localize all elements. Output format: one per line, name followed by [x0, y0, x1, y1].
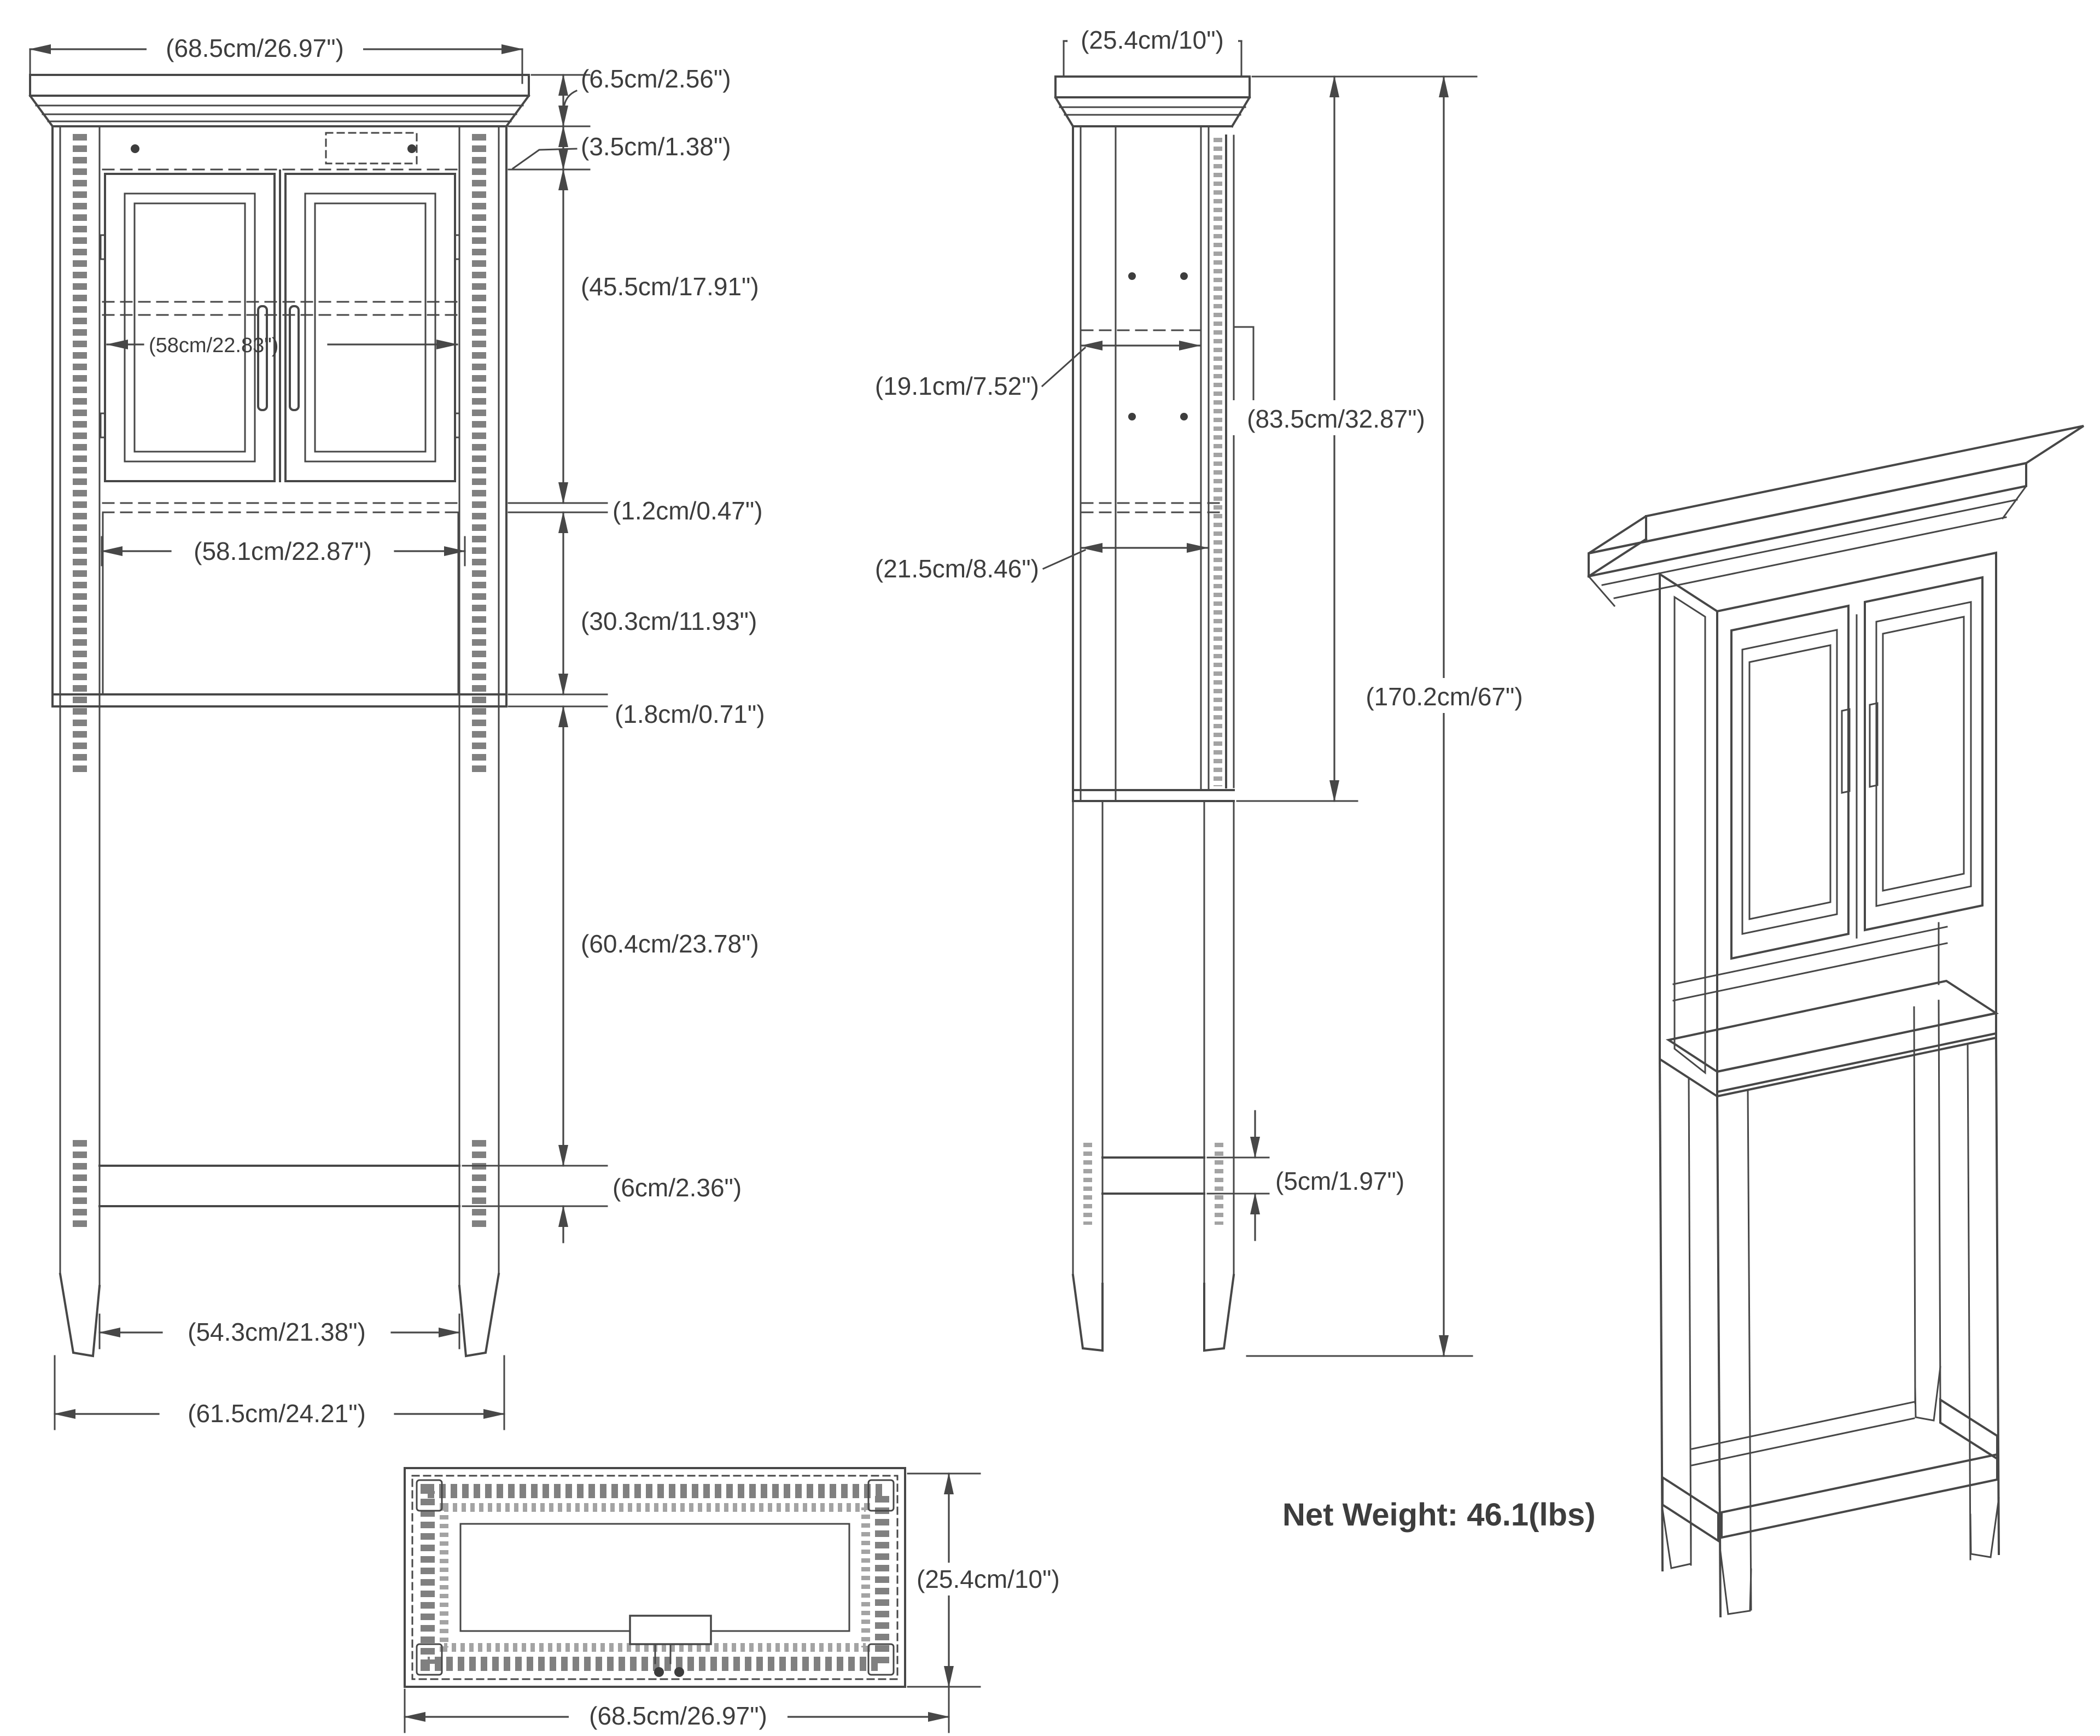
corner-bracket	[416, 1479, 443, 1512]
screw-dot	[407, 144, 416, 153]
dim-top-overall-depth: (25.4cm/10")	[907, 1472, 1090, 1688]
front-left-foot	[59, 1272, 101, 1358]
dim-label-inner-leg-span: (54.3cm/21.38")	[188, 1318, 366, 1346]
corner-bracket	[867, 1479, 895, 1512]
dim-label-box-height: (83.5cm/32.87")	[1247, 405, 1425, 433]
dim-label-side-stretcher-height: (5cm/1.97")	[1275, 1167, 1404, 1195]
front-lower-section	[51, 502, 508, 1358]
side-legs	[1071, 800, 1235, 1352]
dim-chain-right: (6.5cm/2.56") (3.5cm/1.38") (45.5cm/17.9…	[462, 65, 765, 1243]
dim-label-top-overall-depth: (25.4cm/10")	[917, 1565, 1060, 1593]
dim-label-outer-leg-span: (61.5cm/24.21")	[188, 1399, 366, 1428]
dim-side-stretcher-height: (5cm/1.97")	[1206, 1110, 1404, 1241]
iso-door-handle	[1841, 708, 1851, 794]
dim-side-upper-shelf-depth: (19.1cm/7.52")	[875, 341, 1201, 400]
dim-front-overall-width: (68.5cm/26.97")	[29, 31, 523, 84]
dim-label-middle-shelf-thickness: (1.2cm/0.47")	[612, 496, 763, 525]
door-handle	[257, 305, 268, 411]
door-handle	[289, 305, 300, 411]
front-doors	[100, 169, 460, 482]
hinge-mark	[100, 234, 106, 260]
side-door-handle	[1233, 326, 1255, 407]
dim-label-open-section-height: (30.3cm/11.93")	[581, 607, 757, 635]
hinge-mark	[454, 412, 460, 439]
corner-bracket	[416, 1643, 443, 1676]
iso-left-door	[1730, 604, 1850, 960]
iso-front-right-foot	[1969, 1497, 2000, 1558]
iso-right-door	[1864, 576, 1984, 932]
screw-dot	[131, 144, 139, 153]
iso-back-left-foot	[1661, 1508, 1692, 1569]
dim-label-interior-width: (58.1cm/22.87")	[194, 537, 372, 565]
hinge-mark	[100, 412, 106, 439]
center-mount-bracket	[629, 1615, 712, 1645]
dim-side-overall-depth: (25.4cm/10")	[1063, 24, 1242, 78]
dim-label-upper-shelf-depth: (19.1cm/7.52")	[875, 372, 1039, 400]
iso-door-handle	[1869, 702, 1879, 788]
side-cornice	[1054, 75, 1251, 128]
front-right-foot	[458, 1272, 500, 1358]
iso-left-stretcher	[1661, 1475, 1719, 1543]
dim-front-glass-width: (58cm/22.83")	[106, 334, 458, 357]
dim-label-lower-shelf-depth: (21.5cm/8.46")	[875, 554, 1039, 583]
dim-side-lower-shelf-depth: (21.5cm/8.46")	[875, 543, 1209, 583]
dim-label-top-overall-width: (68.5cm/26.97")	[589, 1702, 767, 1730]
top-view: (25.4cm/10") (68.5cm/26.97")	[404, 1467, 1090, 1733]
dim-label-bottom-shelf-thickness: (1.8cm/0.71")	[615, 700, 765, 728]
dim-label-side-overall-height: (170.2cm/67")	[1366, 682, 1522, 711]
dim-label-front-overall-width: (68.5cm/26.97")	[166, 34, 344, 62]
dim-label-side-overall-depth: (25.4cm/10")	[1081, 26, 1224, 54]
iso-right-stretcher	[1939, 1398, 1998, 1461]
corner-bracket	[867, 1643, 895, 1676]
dim-front-outer-leg-span: (61.5cm/24.21")	[54, 1355, 505, 1430]
dim-top-overall-width: (68.5cm/26.97")	[404, 1686, 950, 1733]
isometric-view	[1587, 425, 2085, 1618]
side-back-foot	[1071, 1273, 1104, 1352]
dim-front-interior-width: (58.1cm/22.87")	[101, 536, 466, 566]
front-view: (68.5cm/26.97") (6.5cm/2.56") (3.5cm/1.3…	[28, 31, 765, 1430]
dim-label-top-rail-height: (3.5cm/1.38")	[581, 132, 731, 161]
net-weight-label: Net Weight: 46.1(lbs)	[1282, 1497, 1596, 1533]
dim-label-stretcher-height: (6cm/2.36")	[612, 1173, 742, 1202]
top-mount-bracket	[325, 132, 418, 165]
dim-side-overall-height: (170.2cm/67")	[1246, 75, 1542, 1357]
side-view: (25.4cm/10") (19.1cm/7.52") (21.5cm/8.46…	[875, 24, 1542, 1357]
dim-label-door-section-height: (45.5cm/17.91")	[581, 272, 759, 301]
hinge-mark	[454, 234, 460, 260]
side-cabinet-body	[1072, 125, 1255, 802]
front-cornice	[28, 74, 530, 128]
iso-back-right-foot	[1914, 1366, 1941, 1422]
dim-label-cornice-height: (6.5cm/2.56")	[581, 65, 731, 93]
iso-left-face	[1659, 572, 1718, 1098]
dim-side-box-height: (83.5cm/32.87")	[1229, 75, 1478, 802]
dim-front-inner-leg-span: (54.3cm/21.38")	[98, 1313, 460, 1349]
dim-label-glass-opening-width: (58cm/22.83")	[149, 334, 278, 357]
dim-label-leg-clearance-height: (60.4cm/23.78")	[581, 930, 759, 958]
iso-front-stretcher	[1720, 1453, 1998, 1539]
iso-front-left-foot	[1719, 1551, 1752, 1615]
side-front-foot	[1203, 1273, 1235, 1352]
